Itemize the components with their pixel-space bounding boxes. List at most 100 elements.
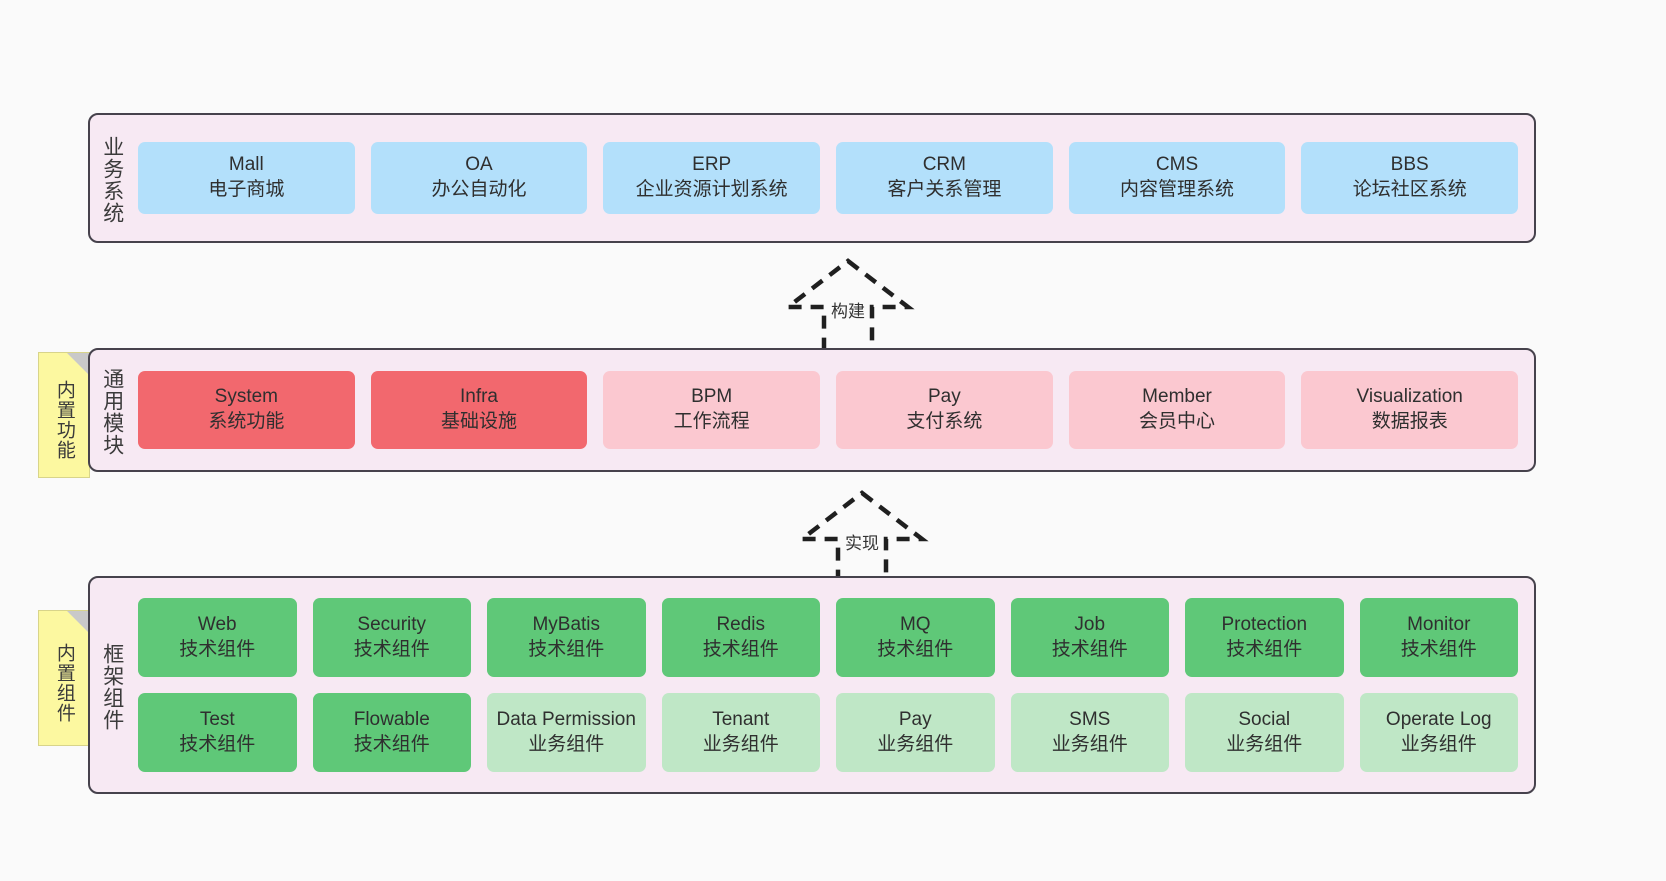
business-node-row: Mall 电子商城 OA 办公自动化 ERP 企业资源计划系统 CRM 客户关系… bbox=[138, 142, 1519, 214]
common-node-row: System 系统功能 Infra 基础设施 BPM 工作流程 Pay 支付系统… bbox=[138, 371, 1519, 449]
node-redis-desc: 技术组件 bbox=[702, 638, 779, 660]
node-test[interactable]: Test 技术组件 bbox=[138, 693, 297, 772]
node-bbs-name: BBS bbox=[1390, 154, 1429, 176]
layer-framework-title: 框架组件 bbox=[90, 578, 134, 792]
node-infra-desc: 基础设施 bbox=[441, 411, 518, 432]
node-crm[interactable]: CRM 客户关系管理 bbox=[836, 142, 1053, 214]
layer-common-modules: 通用模块 System 系统功能 Infra 基础设施 BPM 工作流程 Pay bbox=[88, 348, 1536, 472]
layer-common-body: System 系统功能 Infra 基础设施 BPM 工作流程 Pay 支付系统… bbox=[134, 350, 1534, 470]
node-crm-desc: 客户关系管理 bbox=[887, 179, 1002, 200]
layer-framework-components: 框架组件 Web 技术组件 Security 技术组件 MyBatis 技术组件… bbox=[88, 576, 1536, 794]
node-bpm-desc: 工作流程 bbox=[673, 411, 750, 432]
node-bpm[interactable]: BPM 工作流程 bbox=[603, 371, 821, 449]
node-security[interactable]: Security 技术组件 bbox=[312, 598, 471, 677]
node-cms-desc: 内容管理系统 bbox=[1120, 179, 1235, 200]
node-redis[interactable]: Redis 技术组件 bbox=[661, 598, 820, 677]
node-visualization-name: Visualization bbox=[1356, 386, 1463, 408]
node-cms[interactable]: CMS 内容管理系统 bbox=[1068, 142, 1286, 214]
node-sms[interactable]: SMS 业务组件 bbox=[1010, 693, 1169, 772]
node-job-desc: 技术组件 bbox=[1051, 638, 1128, 660]
node-erp-desc: 企业资源计划系统 bbox=[635, 179, 788, 200]
node-protection-desc: 技术组件 bbox=[1226, 638, 1303, 660]
node-bpm-name: BPM bbox=[691, 386, 733, 408]
node-visualization-desc: 数据报表 bbox=[1371, 411, 1448, 432]
node-data-permission-desc: 业务组件 bbox=[528, 733, 605, 755]
layer-business-title: 业务系统 bbox=[90, 115, 134, 241]
node-mybatis-name: MyBatis bbox=[532, 613, 601, 635]
node-tenant-desc: 业务组件 bbox=[702, 733, 779, 755]
node-bbs-desc: 论坛社区系统 bbox=[1352, 179, 1467, 200]
sticky-fold-corner-icon bbox=[67, 353, 89, 375]
node-operate-log-desc: 业务组件 bbox=[1400, 733, 1477, 755]
node-social-name: Social bbox=[1238, 708, 1291, 730]
node-social[interactable]: Social 业务组件 bbox=[1185, 693, 1344, 772]
node-bbs[interactable]: BBS 论坛社区系统 bbox=[1301, 142, 1519, 214]
connector-build-label: 构建 bbox=[829, 297, 867, 322]
node-security-name: Security bbox=[357, 613, 427, 635]
node-tenant-name: Tenant bbox=[712, 708, 770, 730]
node-web[interactable]: Web 技术组件 bbox=[138, 598, 297, 677]
node-mybatis-desc: 技术组件 bbox=[528, 638, 605, 660]
node-security-desc: 技术组件 bbox=[353, 638, 430, 660]
node-operate-log[interactable]: Operate Log 业务组件 bbox=[1359, 693, 1518, 772]
node-web-desc: 技术组件 bbox=[179, 638, 256, 660]
node-redis-name: Redis bbox=[716, 613, 766, 635]
node-job[interactable]: Job 技术组件 bbox=[1010, 598, 1169, 677]
node-system-name: System bbox=[214, 386, 279, 408]
node-protection-name: Protection bbox=[1221, 613, 1308, 635]
connector-implement-label: 实现 bbox=[843, 529, 881, 554]
node-mall-desc: 电子商城 bbox=[208, 179, 285, 200]
node-monitor-name: Monitor bbox=[1407, 613, 1471, 635]
node-operate-log-name: Operate Log bbox=[1385, 708, 1492, 730]
layer-business-body: Mall 电子商城 OA 办公自动化 ERP 企业资源计划系统 CRM 客户关系… bbox=[134, 115, 1534, 241]
node-pay-framework-name: Pay bbox=[898, 708, 932, 730]
node-tenant[interactable]: Tenant 业务组件 bbox=[661, 693, 820, 772]
node-pay-framework[interactable]: Pay 业务组件 bbox=[836, 693, 995, 772]
node-infra-name: Infra bbox=[459, 386, 499, 408]
node-mybatis[interactable]: MyBatis 技术组件 bbox=[487, 598, 646, 677]
node-pay-common[interactable]: Pay 支付系统 bbox=[836, 371, 1053, 449]
node-data-permission-name: Data Permission bbox=[496, 708, 636, 730]
node-oa[interactable]: OA 办公自动化 bbox=[370, 142, 588, 214]
node-web-name: Web bbox=[197, 613, 237, 635]
node-crm-name: CRM bbox=[922, 154, 966, 176]
node-pay-framework-desc: 业务组件 bbox=[877, 733, 954, 755]
node-flowable[interactable]: Flowable 技术组件 bbox=[312, 693, 471, 772]
node-sms-name: SMS bbox=[1069, 708, 1111, 730]
node-flowable-desc: 技术组件 bbox=[353, 733, 430, 755]
node-job-name: Job bbox=[1074, 613, 1106, 635]
node-test-name: Test bbox=[199, 708, 235, 730]
sticky-note-builtin-components-text: 内置组件 bbox=[53, 643, 75, 723]
node-erp-name: ERP bbox=[692, 154, 732, 176]
framework-business-node-row: Test 技术组件 Flowable 技术组件 Data Permission … bbox=[138, 693, 1518, 772]
node-mq-name: MQ bbox=[899, 613, 931, 635]
node-visualization[interactable]: Visualization 数据报表 bbox=[1301, 371, 1519, 449]
layer-common-title: 通用模块 bbox=[90, 350, 134, 470]
node-erp[interactable]: ERP 企业资源计划系统 bbox=[603, 142, 821, 214]
node-monitor[interactable]: Monitor 技术组件 bbox=[1359, 598, 1518, 677]
sticky-note-builtin-components: 内置组件 bbox=[38, 610, 90, 746]
node-member[interactable]: Member 会员中心 bbox=[1068, 371, 1286, 449]
node-system[interactable]: System 系统功能 bbox=[138, 371, 355, 449]
layer-framework-body: Web 技术组件 Security 技术组件 MyBatis 技术组件 Redi… bbox=[134, 578, 1534, 792]
node-mall[interactable]: Mall 电子商城 bbox=[138, 142, 355, 214]
node-member-name: Member bbox=[1142, 386, 1212, 408]
node-cms-name: CMS bbox=[1155, 154, 1199, 176]
sticky-note-builtin-features: 内置功能 bbox=[38, 352, 90, 478]
node-oa-desc: 办公自动化 bbox=[431, 179, 527, 200]
node-flowable-name: Flowable bbox=[353, 708, 430, 730]
sticky-note-builtin-features-text: 内置功能 bbox=[53, 380, 75, 460]
node-mq-desc: 技术组件 bbox=[877, 638, 954, 660]
node-infra[interactable]: Infra 基础设施 bbox=[370, 371, 588, 449]
node-mq[interactable]: MQ 技术组件 bbox=[836, 598, 995, 677]
layer-business-title-text: 业务系统 bbox=[100, 136, 124, 224]
sticky-fold-corner-icon bbox=[67, 611, 89, 633]
framework-tech-node-row: Web 技术组件 Security 技术组件 MyBatis 技术组件 Redi… bbox=[138, 598, 1518, 677]
node-member-desc: 会员中心 bbox=[1139, 411, 1216, 432]
node-sms-desc: 业务组件 bbox=[1051, 733, 1128, 755]
node-social-desc: 业务组件 bbox=[1226, 733, 1303, 755]
node-monitor-desc: 技术组件 bbox=[1400, 638, 1477, 660]
node-protection[interactable]: Protection 技术组件 bbox=[1185, 598, 1344, 677]
node-data-permission[interactable]: Data Permission 业务组件 bbox=[487, 693, 646, 772]
